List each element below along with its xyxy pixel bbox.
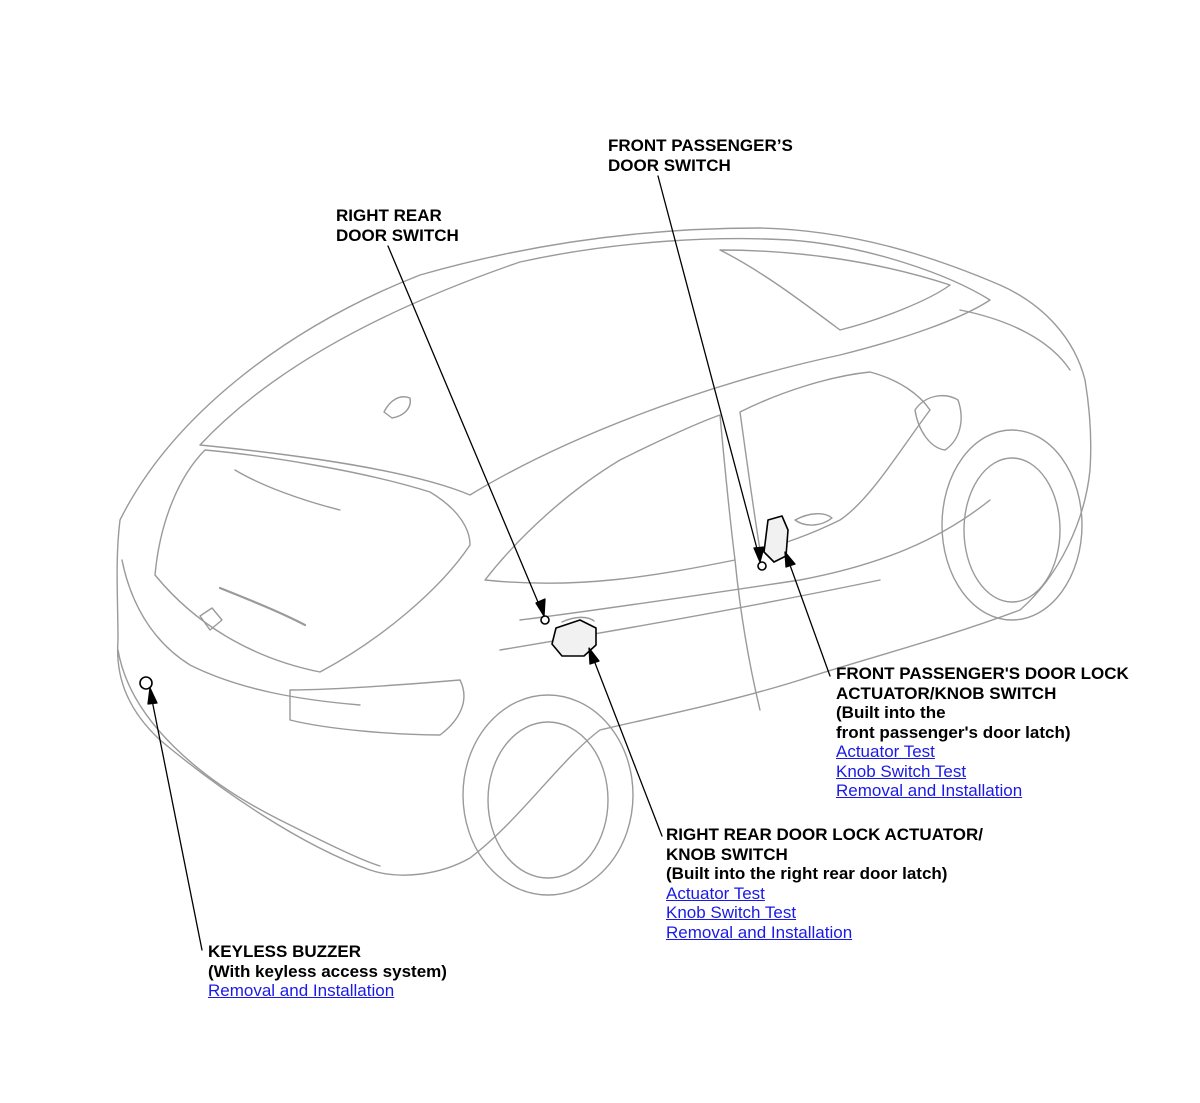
callout-title-line: FRONT PASSENGER'S DOOR LOCK [836, 664, 1129, 683]
rear-door-seam [734, 559, 761, 711]
arrow-front-passenger-door-switch [753, 546, 765, 563]
removal-installation-link[interactable]: Removal and Installation [208, 981, 395, 1000]
callout-keyless-buzzer: KEYLESS BUZZER (With keyless access syst… [208, 942, 447, 1001]
rear-wheel-arch [462, 694, 634, 896]
leader-right-rear-door-switch [387, 245, 544, 615]
rear-door-window [484, 414, 736, 584]
arrow-right-rear-door-lock [588, 647, 600, 665]
leader-keyless-buzzer [149, 689, 203, 951]
front-passenger-door-lock-actuator [763, 515, 789, 563]
leader-front-passenger-door-switch [657, 175, 761, 561]
callout-note-line: (Built into the right rear door latch) [666, 864, 948, 883]
callout-title-line: DOOR SWITCH [336, 225, 459, 245]
front-passenger-door-switch-part [757, 561, 767, 571]
callout-note-line: front passenger's door latch) [836, 722, 1071, 742]
leader-right-rear-door-lock [589, 649, 663, 837]
callout-front-passenger-door-switch: FRONT PASSENGER’S DOOR SWITCH [608, 136, 793, 175]
front-wheel-arch [941, 429, 1083, 621]
front-door-window [739, 371, 931, 551]
removal-installation-link[interactable]: Removal and Installation [836, 781, 1023, 800]
callout-title-line: KEYLESS BUZZER [208, 942, 362, 961]
side-character-line [499, 579, 881, 651]
door-bottom [519, 499, 991, 621]
callout-title-line: RIGHT REAR DOOR LOCK ACTUATOR/ [666, 825, 984, 844]
rear-window [154, 449, 471, 673]
rear-spoiler [234, 469, 341, 511]
antenna [383, 396, 411, 419]
rear-door-handle [561, 616, 595, 623]
front-door-handle [794, 513, 833, 526]
leader-front-passenger-door-lock [785, 553, 831, 677]
side-mirror [914, 394, 962, 451]
rear-wiper [218, 586, 307, 627]
windshield [719, 249, 951, 331]
arrow-keyless-buzzer [147, 687, 158, 705]
car-roof [199, 237, 991, 496]
callout-note-line: (With keyless access system) [208, 961, 447, 981]
callout-title-line: FRONT PASSENGER’S [608, 136, 793, 155]
arrow-right-rear-door-switch [535, 598, 546, 617]
knob-switch-test-link[interactable]: Knob Switch Test [666, 903, 797, 922]
actuator-test-link[interactable]: Actuator Test [666, 883, 765, 903]
keyless-buzzer-part [139, 676, 153, 690]
right-rear-door-switch-part [540, 615, 550, 625]
rear-bumper [117, 649, 381, 867]
callout-right-rear-door-lock: RIGHT REAR DOOR LOCK ACTUATOR/ KNOB SWIT… [666, 825, 983, 942]
callout-front-passenger-door-lock: FRONT PASSENGER'S DOOR LOCK ACTUATOR/KNO… [836, 664, 1129, 801]
callout-title-line: DOOR SWITCH [608, 155, 731, 175]
actuator-test-link[interactable]: Actuator Test [836, 742, 935, 761]
callout-right-rear-door-switch: RIGHT REAR DOOR SWITCH [336, 206, 459, 245]
tailgate-line [121, 559, 361, 706]
rear-wheel [487, 721, 609, 879]
callout-title-line: ACTUATOR/KNOB SWITCH [836, 683, 1057, 703]
callout-note-line: (Built into the [836, 703, 946, 722]
tail-light [289, 679, 465, 736]
knob-switch-test-link[interactable]: Knob Switch Test [836, 761, 967, 781]
callout-title-line: KNOB SWITCH [666, 844, 788, 864]
front-wheel [963, 457, 1061, 603]
callout-title-line: RIGHT REAR [336, 206, 442, 225]
hood-line [959, 309, 1071, 371]
removal-installation-link[interactable]: Removal and Installation [666, 922, 853, 942]
arrow-front-passenger-door-lock [784, 551, 796, 568]
emblem [199, 607, 223, 631]
